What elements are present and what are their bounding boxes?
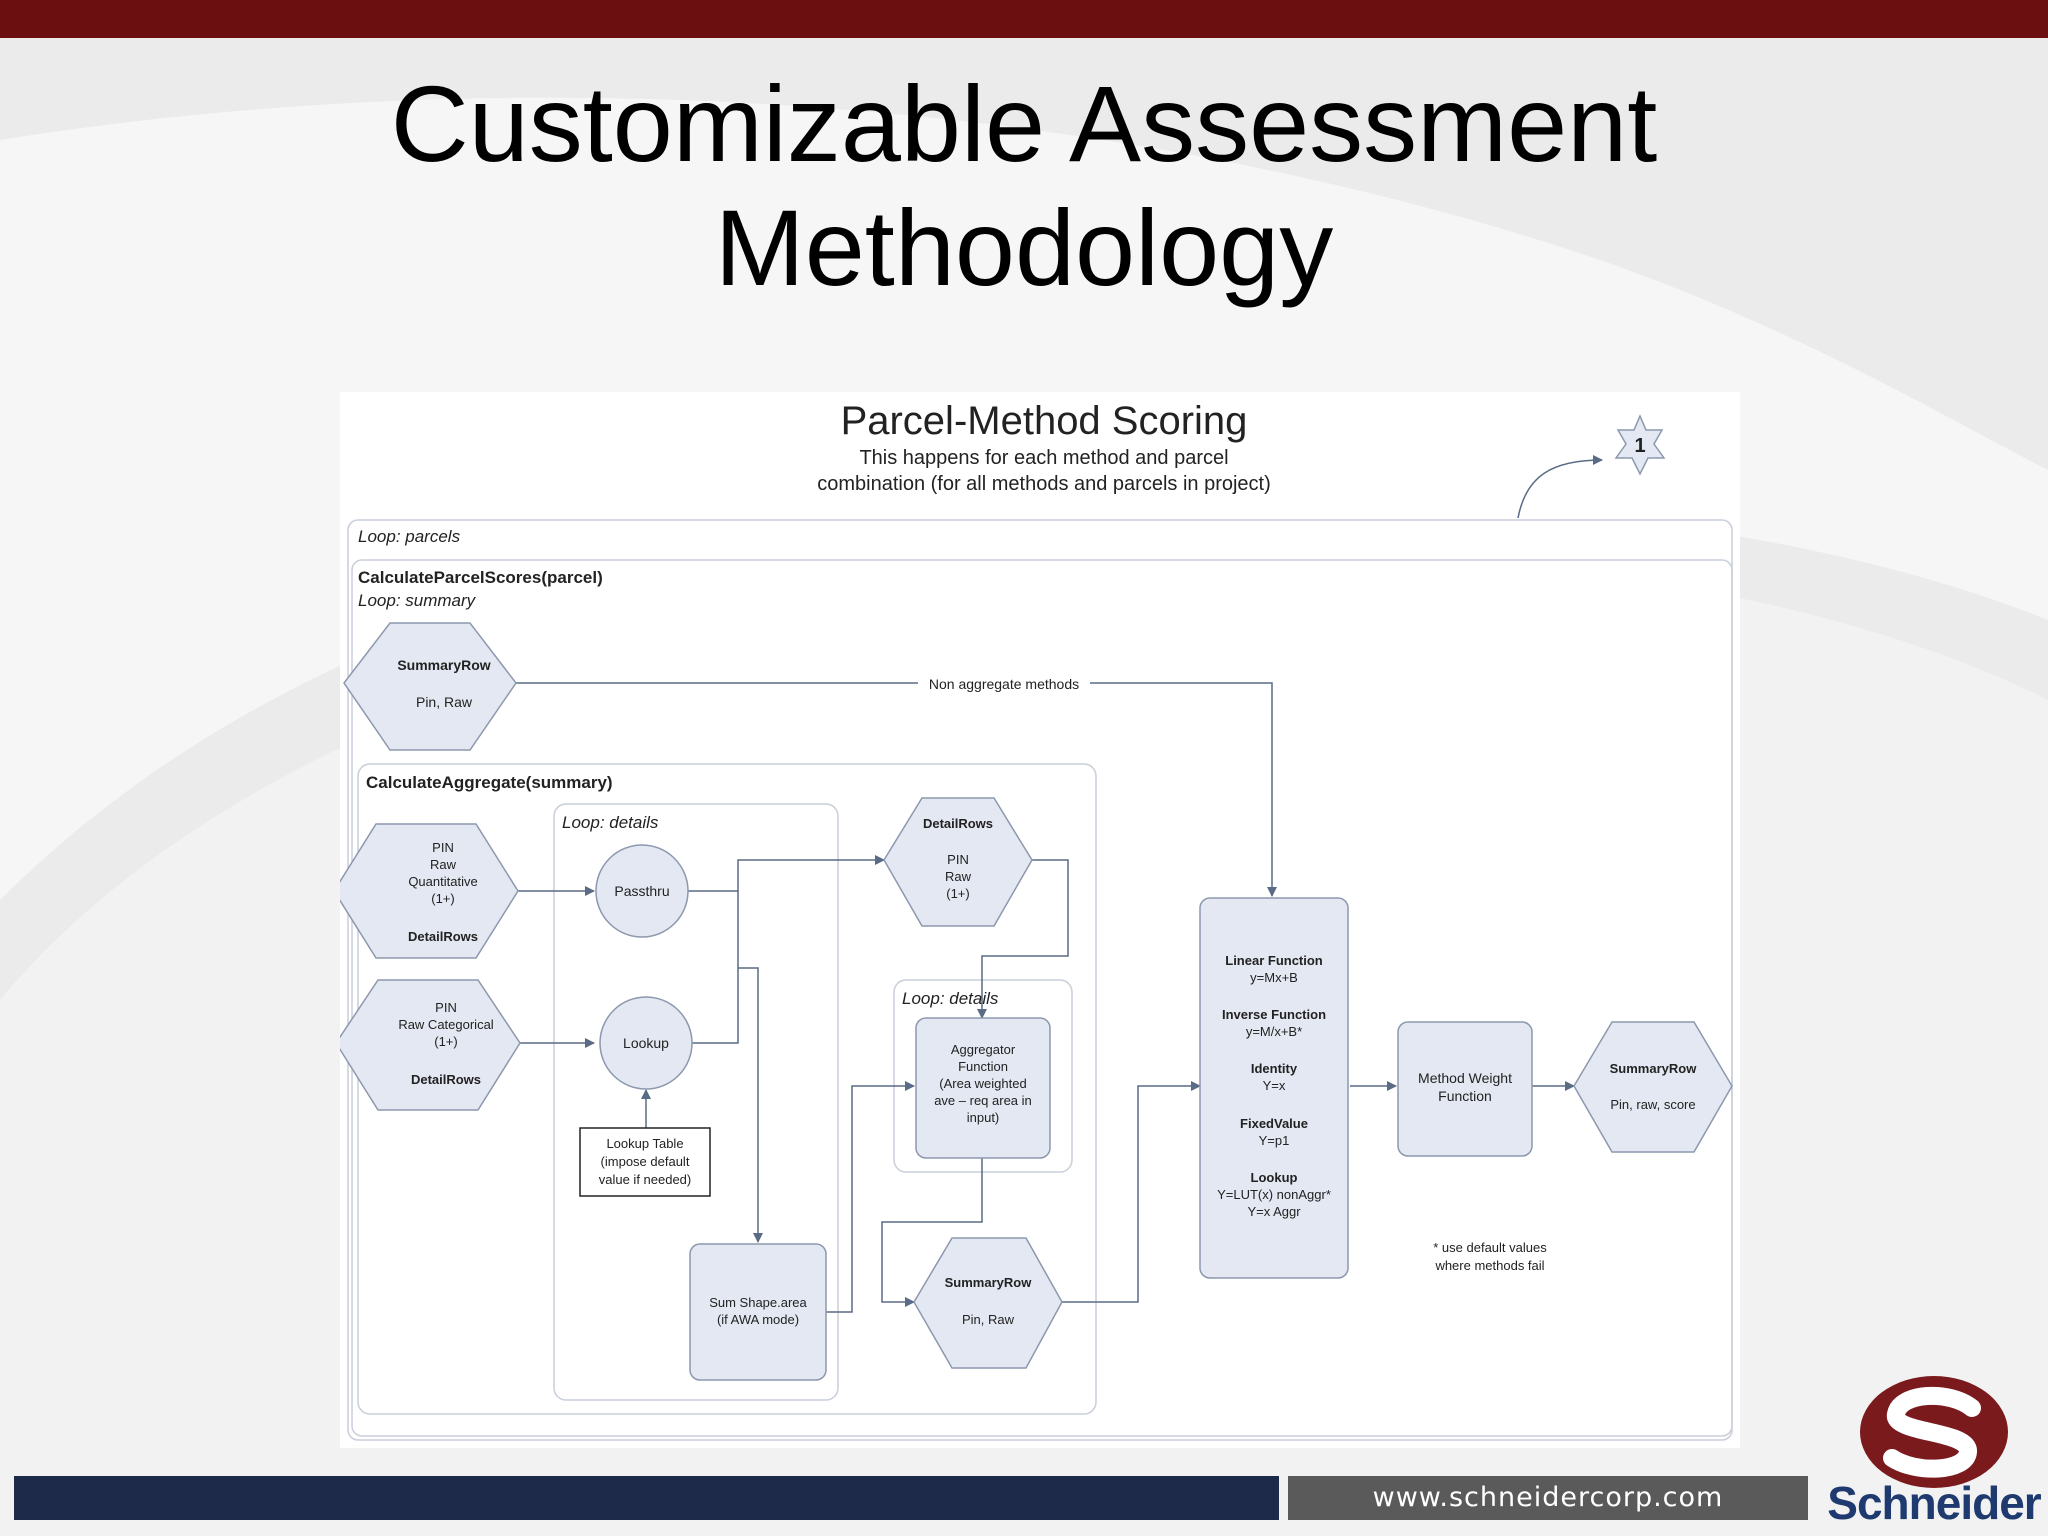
method-weight-line-1: Method Weight xyxy=(1418,1070,1512,1086)
summary-row-top-title: SummaryRow xyxy=(397,657,490,673)
pin-quant-footer: DetailRows xyxy=(408,929,478,944)
function-linear-formula: y=Mx+B xyxy=(1250,970,1298,985)
pin-cat-footer: DetailRows xyxy=(411,1072,481,1087)
star-label: 1 xyxy=(1634,435,1645,457)
schneider-logo-icon xyxy=(1860,1376,2008,1488)
pin-cat-line-2: Raw Categorical xyxy=(398,1017,493,1032)
sum-shape-line-1: Sum Shape.area xyxy=(709,1295,807,1310)
lookup-table-line-1: Lookup Table xyxy=(606,1136,683,1151)
detail-rows-line-3: (1+) xyxy=(946,886,969,901)
method-weight-line-2: Function xyxy=(1438,1088,1492,1104)
footnote-line-1: * use default values xyxy=(1433,1240,1547,1255)
footer-url[interactable]: www.schneidercorp.com xyxy=(1372,1482,1724,1513)
calc-parcel-scores-frame xyxy=(351,559,1733,1437)
pin-quant-line-2: Raw xyxy=(430,857,457,872)
summary-row-final-title: SummaryRow xyxy=(1610,1061,1698,1076)
summary-row-bottom-body: Pin, Raw xyxy=(962,1312,1015,1327)
edge-aggregator-to-summary xyxy=(881,1158,983,1307)
calc-parcel-scores-label: CalculateParcelScores(parcel) xyxy=(358,568,603,587)
aggregator-node xyxy=(915,1017,1051,1159)
loop-details-frame-1 xyxy=(553,803,839,1401)
lookup-node xyxy=(599,996,693,1090)
non-aggregate-label: Non aggregate methods xyxy=(929,676,1079,692)
summary-row-top-body: Pin, Raw xyxy=(416,694,473,710)
calc-aggregate-label: CalculateAggregate(summary) xyxy=(366,773,613,792)
slide-title-line1: Customizable Assessment xyxy=(390,63,1658,184)
pin-quant-line-1: PIN xyxy=(432,840,454,855)
star-badge xyxy=(1614,414,1666,476)
function-linear-name: Linear Function xyxy=(1225,953,1323,968)
diagram-heading: Parcel-Method Scoring xyxy=(841,399,1248,443)
top-bar xyxy=(0,0,2048,38)
loop-details-label-1: Loop: details xyxy=(562,813,659,832)
passthru-label: Passthru xyxy=(614,883,669,899)
function-fixed-formula: Y=p1 xyxy=(1259,1133,1290,1148)
summary-row-final-node xyxy=(1573,1021,1733,1153)
summary-row-top-node xyxy=(343,622,517,751)
lookup-table-line-3: value if needed) xyxy=(599,1172,692,1187)
aggregator-line-3: (Area weighted xyxy=(939,1076,1026,1091)
functions-node xyxy=(1199,897,1349,1279)
aggregator-line-5: input) xyxy=(967,1110,1000,1125)
detail-rows-title: DetailRows xyxy=(923,816,993,831)
loop-details-frame-2 xyxy=(893,979,1073,1173)
detail-rows-node xyxy=(883,797,1033,927)
footnote-line-2: where methods fail xyxy=(1434,1258,1544,1273)
function-inverse-name: Inverse Function xyxy=(1222,1007,1326,1022)
aggregator-line-4: ave – req area in xyxy=(934,1093,1032,1108)
edge-summary-to-functions xyxy=(514,682,1277,897)
function-fixed-name: FixedValue xyxy=(1240,1116,1308,1131)
lookup-table-line-2: (impose default xyxy=(601,1154,690,1169)
edge-lookup-to-join xyxy=(686,891,739,1044)
connectors xyxy=(514,682,1575,1313)
star-curve-arrow xyxy=(1517,455,1603,519)
sum-shape-line-2: (if AWA mode) xyxy=(717,1312,799,1327)
aggregator-line-2: Function xyxy=(958,1059,1008,1074)
function-lookup-name: Lookup xyxy=(1251,1170,1298,1185)
lookup-table-node xyxy=(579,1127,711,1197)
function-identity-formula: Y=x xyxy=(1263,1078,1286,1093)
pin-cat-line-1: PIN xyxy=(435,1000,457,1015)
edge-detailrows-to-aggregator xyxy=(977,859,1069,1019)
edge-passthru-to-detailrows xyxy=(686,855,885,892)
edge-summary-to-functions-2 xyxy=(1058,1081,1201,1303)
slide-title-line2: Methodology xyxy=(714,187,1334,308)
sum-shape-node xyxy=(689,1243,827,1381)
diagram-subtitle-line2: combination (for all methods and parcels… xyxy=(817,473,1271,495)
pin-cat-line-3: (1+) xyxy=(434,1034,457,1049)
pin-quant-line-4: (1+) xyxy=(431,891,454,906)
loop-details-label-2: Loop: details xyxy=(902,989,999,1008)
slide-title: Customizable Assessment Methodology xyxy=(0,62,2048,310)
edge-label-bg xyxy=(918,673,1090,693)
edge-sumshape-to-aggregator xyxy=(826,1081,915,1313)
loop-parcels-label: Loop: parcels xyxy=(358,527,461,546)
function-inverse-formula: y=M/x+B* xyxy=(1246,1024,1302,1039)
detail-rows-line-2: Raw xyxy=(945,869,972,884)
summary-row-bottom-title: SummaryRow xyxy=(945,1275,1033,1290)
lookup-label: Lookup xyxy=(623,1035,669,1051)
function-lookup-formula: Y=LUT(x) nonAggr* xyxy=(1217,1187,1331,1202)
logo-text: Schneider xyxy=(1827,1477,2041,1529)
loop-summary-label: Loop: summary xyxy=(358,591,477,610)
function-identity-name: Identity xyxy=(1251,1061,1298,1076)
diagram-subtitle-line1: This happens for each method and parcel xyxy=(859,447,1228,469)
summary-row-bottom-node xyxy=(913,1237,1063,1369)
edge-join-to-sumshape xyxy=(738,967,763,1243)
footer-url-bar xyxy=(1288,1476,1808,1520)
flow-diagram: Parcel-Method Scoring This happens for e… xyxy=(340,399,1733,1441)
pin-categorical-node xyxy=(340,979,521,1111)
method-weight-node xyxy=(1397,1021,1533,1157)
passthru-node xyxy=(595,844,689,938)
aggregator-line-1: Aggregator xyxy=(951,1042,1016,1057)
footer-bar xyxy=(14,1476,1279,1520)
calc-aggregate-frame xyxy=(357,763,1097,1415)
pin-quant-line-3: Quantitative xyxy=(408,874,477,889)
summary-row-final-body: Pin, raw, score xyxy=(1610,1097,1695,1112)
function-lookup-formula-2: Y=x Aggr xyxy=(1247,1204,1301,1219)
pin-quantitative-node xyxy=(340,823,519,959)
detail-rows-line-1: PIN xyxy=(947,852,969,867)
